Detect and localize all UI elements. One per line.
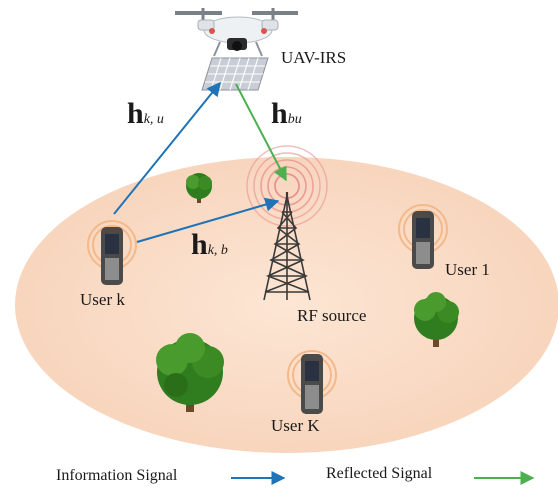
channel-h-kb-subscript: k, b	[207, 243, 228, 258]
irs-panel-icon	[201, 57, 269, 91]
user-k-phone-icon	[87, 220, 137, 285]
channel-h-ku-subscript: k, u	[143, 112, 164, 127]
user-K-phone-icon	[287, 350, 337, 414]
rf-tower-icon	[263, 192, 311, 301]
tree-icon	[414, 292, 459, 347]
tree-icon	[186, 173, 212, 203]
tree-icon	[156, 333, 224, 412]
user-K-label: User K	[271, 416, 320, 435]
channel-h-ku-symbol: h	[127, 97, 144, 130]
channel-h-bu-label: hbu	[271, 97, 302, 131]
uav-irs-label: UAV-IRS	[281, 48, 347, 67]
reflected-signal-arrow	[235, 83, 287, 182]
channel-h-ku-label: hk, u	[127, 97, 164, 131]
channel-h-kb-label: hk, b	[191, 228, 228, 262]
information-signal-arrow-to-rf-source	[136, 197, 280, 243]
user-1-phone-icon	[398, 204, 448, 269]
legend-information-label: Information Signal	[56, 467, 178, 484]
channel-h-kb-symbol: h	[191, 228, 208, 261]
channel-h-bu-symbol: h	[271, 97, 288, 130]
uav-drone-icon	[175, 8, 298, 57]
user-1-label: User 1	[445, 260, 490, 279]
rf-source-label: RF source	[297, 306, 367, 325]
legend-reflected-label: Reflected Signal	[326, 465, 433, 482]
user-k-label: User k	[80, 290, 125, 309]
channel-h-bu-subscript: bu	[287, 112, 302, 127]
information-signal-arrow-to-uav	[113, 81, 221, 215]
